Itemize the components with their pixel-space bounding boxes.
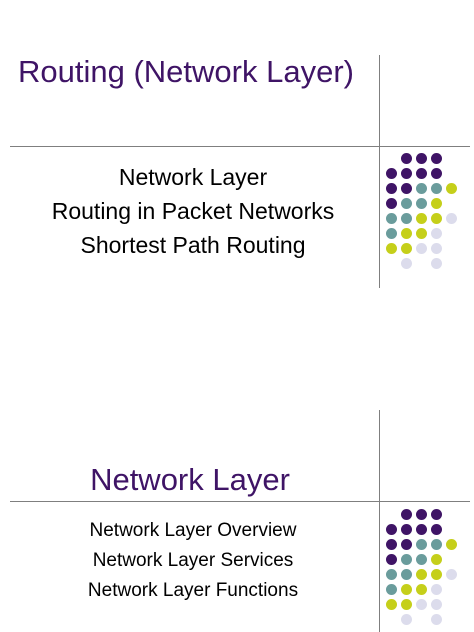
dot-purple [401,509,412,520]
title-divider [10,501,470,502]
dot-lavender [431,243,442,254]
dot-teal [401,213,412,224]
dot-lavender [416,243,427,254]
dot-yellow [416,584,427,595]
title-divider [10,146,470,147]
dot-lavender [431,599,442,610]
dot-purple [386,554,397,565]
dot-yellow [401,599,412,610]
dot-teal [416,183,427,194]
dot-lavender [401,258,412,269]
dot-yellow [446,183,457,194]
bullet-item: Routing in Packet Networks [51,198,335,224]
dot-yellow [386,599,397,610]
dot-teal [431,539,442,550]
vertical-divider [379,410,380,632]
dot-purple [431,509,442,520]
dot-teal [401,198,412,209]
dot-purple [386,168,397,179]
slide-title: Routing (Network Layer) [18,54,354,89]
bullet-item: Network Layer Services [92,550,294,571]
bullet-list: Network Layer Routing in Packet Networks… [0,160,386,262]
bullet-item: Network Layer [118,164,268,190]
dot-lavender [431,228,442,239]
dot-yellow [431,554,442,565]
dot-purple [401,539,412,550]
dot-purple [431,153,442,164]
slide-2: Network Layer Network Layer Overview Net… [0,316,474,632]
dot-yellow [416,228,427,239]
dot-yellow [416,213,427,224]
dot-purple [401,183,412,194]
dot-teal [386,569,397,580]
dot-lavender [446,569,457,580]
dot-purple [431,524,442,535]
dot-yellow [401,584,412,595]
dot-purple [416,168,427,179]
dot-purple [386,539,397,550]
slide-1: Routing (Network Layer) Network Layer Ro… [0,54,470,288]
dot-yellow [386,243,397,254]
dot-teal [416,198,427,209]
dot-yellow [431,569,442,580]
dot-teal [416,554,427,565]
dot-lavender [416,599,427,610]
dot-lavender [431,258,442,269]
dot-yellow [431,198,442,209]
dot-lavender [431,584,442,595]
bullet-item: Network Layer Overview [89,520,297,541]
dot-teal [416,539,427,550]
dot-purple [401,153,412,164]
dot-teal [386,584,397,595]
dot-yellow [446,539,457,550]
dot-teal [386,213,397,224]
dot-yellow [401,243,412,254]
dot-teal [386,228,397,239]
bullet-list: Network Layer Overview Network Layer Ser… [0,516,386,606]
dot-purple [416,509,427,520]
bullet-item: Network Layer Functions [87,580,299,601]
dot-yellow [401,228,412,239]
dot-purple [401,168,412,179]
bullet-item: Shortest Path Routing [80,232,306,258]
dot-purple [386,183,397,194]
dot-teal [401,569,412,580]
dot-teal [431,183,442,194]
dot-lavender [446,213,457,224]
dot-purple [401,524,412,535]
dot-yellow [416,569,427,580]
slide-title: Network Layer [90,462,290,497]
dot-purple [386,524,397,535]
dot-purple [416,153,427,164]
dot-purple [416,524,427,535]
vertical-divider [379,55,380,288]
dot-purple [431,168,442,179]
dot-lavender [431,614,442,625]
dot-yellow [431,213,442,224]
dot-purple [386,198,397,209]
dot-lavender [401,614,412,625]
dot-teal [401,554,412,565]
